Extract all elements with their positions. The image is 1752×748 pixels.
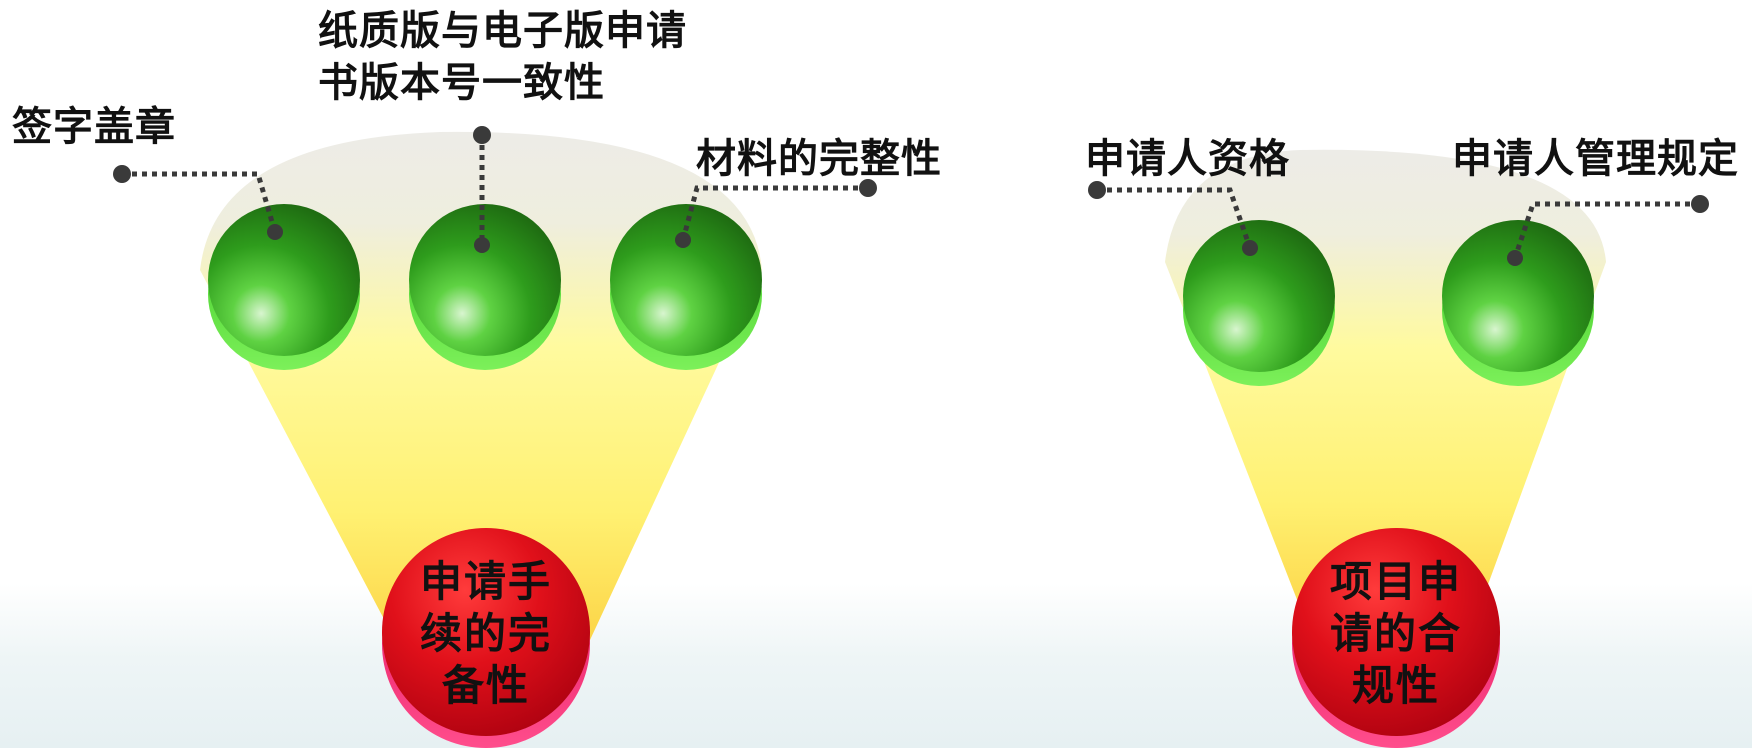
result-right: 项目申 请的合 规性 [1296, 556, 1496, 712]
result-right-line3: 规性 [1351, 661, 1440, 710]
result-left-line1: 申请手 [419, 557, 552, 606]
label-version-line1: 纸质版与电子版申请 [318, 8, 687, 54]
result-left-line3: 备性 [441, 661, 530, 710]
red-node-right [1292, 528, 1500, 748]
result-left-line2: 续的完 [419, 609, 552, 658]
leader-qualification [1097, 187, 1253, 249]
green-node-stamp [208, 204, 360, 370]
label-version-line2: 书版本号一致性 [318, 60, 605, 106]
red-node-left [382, 528, 590, 748]
result-right-line1: 项目申 [1329, 557, 1462, 606]
leader-management [1512, 201, 1700, 259]
green-node-qualification [1183, 220, 1335, 386]
result-left: 申请手 续的完 备性 [386, 556, 586, 712]
label-management: 申请人管理规定 [1452, 136, 1739, 182]
leader-dots [113, 126, 1709, 266]
leader-lines [122, 135, 1700, 259]
result-right-line2: 请的合 [1329, 609, 1462, 658]
green-node-management [1442, 220, 1594, 386]
label-completeness: 材料的完整性 [696, 136, 942, 182]
label-stamp: 签字盖章 [12, 104, 176, 150]
label-qualification: 申请人资格 [1085, 136, 1290, 182]
green-node-version [409, 204, 561, 370]
green-node-completeness [610, 204, 762, 370]
leader-completeness [680, 185, 868, 241]
